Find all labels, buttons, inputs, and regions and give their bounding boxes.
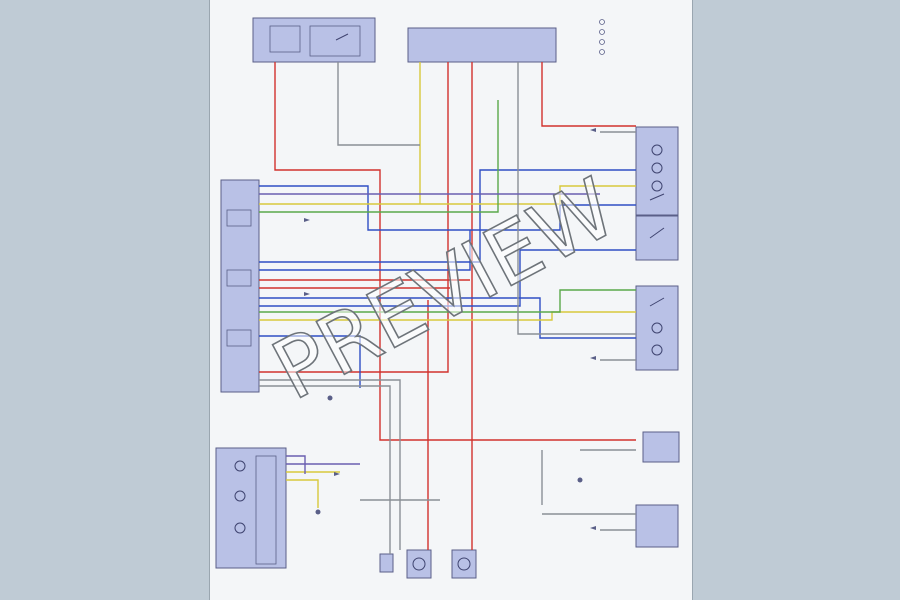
wire-blue	[259, 169, 636, 263]
small-connector	[379, 553, 394, 573]
switch-contact-icon	[335, 33, 349, 41]
wire-blue	[259, 297, 636, 339]
schematic-sheet	[209, 0, 693, 600]
wire-red	[541, 62, 636, 127]
switch-circle-icon	[651, 344, 663, 356]
wire-gray	[259, 385, 391, 554]
legend-circle-icon	[599, 49, 605, 55]
ground-icon	[327, 395, 333, 401]
switch-contacts	[335, 33, 665, 307]
right-connector-top	[642, 431, 680, 463]
switch-circle-icon	[651, 180, 663, 192]
mirror-motor-left	[406, 549, 432, 579]
arrow-icon	[590, 356, 596, 360]
ground-markers	[304, 128, 596, 530]
switch-circles	[234, 144, 663, 571]
ground-icon	[577, 477, 583, 483]
fuse-subblock	[269, 25, 301, 53]
switch-circle-icon	[234, 460, 246, 472]
switch-circle-icon	[234, 490, 246, 502]
climate-subblock	[226, 269, 252, 287]
wire-yellow	[259, 311, 636, 321]
legend-circle-icon	[599, 29, 605, 35]
wire-gray	[259, 379, 401, 550]
window-motor-rear	[215, 447, 287, 569]
wire-green	[259, 100, 499, 213]
wire-blue	[259, 185, 636, 231]
switch-circle-icon	[651, 162, 663, 174]
right-connector-bottom	[635, 504, 679, 548]
switch-contact-icon	[649, 193, 665, 201]
motor-circle-icon	[457, 557, 471, 571]
switch-circle-icon	[651, 322, 663, 334]
wire-blue	[259, 249, 636, 307]
arrow-icon	[304, 292, 310, 296]
wires-layer	[259, 62, 636, 554]
arrow-icon	[334, 472, 340, 476]
climate-subblock	[226, 209, 252, 227]
fuse-subblock	[309, 25, 361, 57]
switch-contact-icon	[649, 227, 665, 239]
inner-blocks	[226, 25, 361, 565]
wire-green	[259, 289, 636, 313]
wire-gray	[517, 62, 636, 335]
climate-subblock	[226, 329, 252, 347]
arrow-icon	[590, 128, 596, 132]
legend-circle-icon	[599, 19, 605, 25]
wire-gray	[337, 62, 420, 146]
legend	[599, 19, 605, 55]
legend-circle-icon	[599, 39, 605, 45]
motor-circle-icon	[412, 557, 426, 571]
switch-circle-icon	[651, 144, 663, 156]
wire-red	[274, 62, 636, 441]
wire-blue	[259, 335, 361, 388]
arrow-icon	[304, 218, 310, 222]
mirror-switch-lower	[635, 215, 679, 261]
arrow-icon	[590, 526, 596, 530]
fuse-box-right	[407, 27, 557, 63]
wire-purple	[286, 455, 306, 474]
wire-blue	[259, 230, 471, 271]
wire-yellow	[259, 185, 636, 205]
ground-icon	[315, 509, 321, 515]
window-subblock	[255, 455, 277, 565]
switch-contact-icon	[649, 297, 665, 307]
wire-yellow	[286, 479, 319, 508]
switch-circle-icon	[234, 522, 246, 534]
wire-red	[259, 62, 449, 373]
fuse-box-left	[252, 17, 376, 63]
